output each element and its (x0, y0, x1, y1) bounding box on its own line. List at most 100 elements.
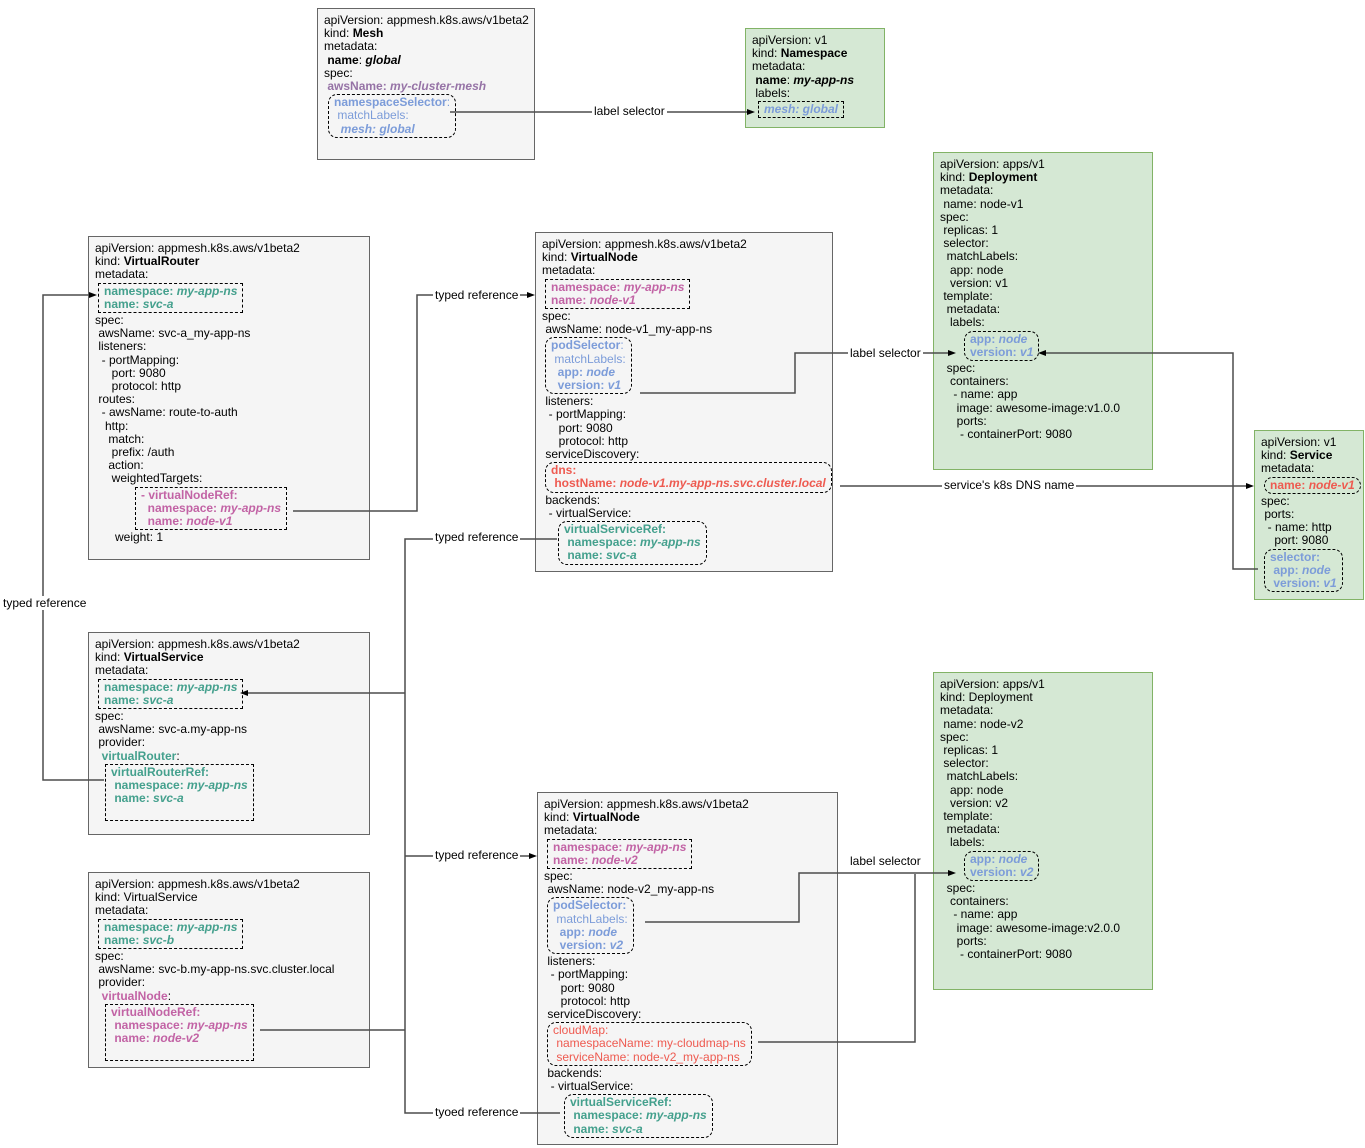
yaml-line: metadata: (940, 703, 994, 718)
yaml-line: routes: (95, 392, 136, 407)
yaml-line: name: node-v2 (553, 852, 638, 867)
yaml-line: kind: Deployment (940, 690, 1033, 705)
yaml-line: namespace: my-app-ns (114, 1018, 248, 1033)
yaml-line: app: node (970, 851, 1028, 866)
yaml-line: template: (940, 809, 993, 824)
dashed-highlight-group: selector: app: node version: v1 (1264, 548, 1343, 593)
yaml-line: metadata: (95, 663, 149, 678)
yaml-line: ports: (1261, 507, 1295, 522)
yaml-line: awsName: node-v1_my-app-ns (542, 322, 713, 337)
yaml-line: apiVersion: appmesh.k8s.aws/v1beta2 (95, 877, 300, 891)
yaml-line: - name: app (940, 387, 1018, 402)
yaml-line: kind: VirtualService (95, 890, 198, 905)
yaml-line: kind: VirtualRouter (95, 254, 200, 269)
yaml-line: name: node-v1 (1270, 477, 1355, 492)
yaml-line: spec: (940, 361, 976, 376)
yaml-line: namespace: my-app-ns (114, 778, 248, 793)
dashed-highlight-group: name: node-v1 (1264, 476, 1361, 494)
yaml-line: serviceDiscovery: (544, 1007, 642, 1022)
yaml-line: name: svc-a (104, 296, 174, 311)
yaml-line: replicas: 1 (940, 743, 999, 758)
yaml-line: listeners: (95, 339, 147, 354)
yaml-line: kind: VirtualNode (542, 250, 638, 265)
yaml-line: namespace: my-app-ns (573, 1108, 707, 1123)
yaml-line: awsName: node-v2_my-app-ns (544, 882, 715, 897)
yaml-line: apiVersion: appmesh.k8s.aws/v1beta2 (95, 241, 300, 255)
yaml-line: mesh: global (764, 102, 839, 117)
yaml-line: image: awesome-image:v2.0.0 (940, 920, 1121, 935)
yaml-line: port: 9080 (95, 365, 166, 380)
yaml-line: version: v1 (557, 378, 622, 393)
yaml-line: namespace: my-app-ns (553, 839, 687, 854)
yaml-line: containers: (940, 374, 1009, 389)
yaml-line: virtualServiceRef: (564, 522, 667, 537)
yaml-line: apiVersion: appmesh.k8s.aws/v1beta2 (95, 637, 300, 651)
yaml-line: port: 9080 (542, 420, 613, 435)
yaml-line: template: (940, 289, 993, 304)
yaml-line: weight: 1 (95, 530, 164, 545)
yaml-line: prefix: /auth (95, 445, 175, 460)
edge-label-podselector-v2: label selector (848, 854, 923, 868)
yaml-line: metadata: (95, 903, 149, 918)
yaml-line: match: (95, 431, 145, 446)
yaml-line: name: svc-a (114, 791, 184, 806)
yaml-line: weightedTargets: (95, 471, 203, 486)
yaml-line: name: node-v2 (940, 716, 1024, 731)
yaml-line: name: svc-a (104, 692, 174, 707)
yaml-line: containers: (940, 894, 1009, 909)
yaml-line: hostName: node-v1.my-app-ns.svc.cluster.… (554, 476, 826, 491)
yaml-line: labels: (940, 315, 985, 330)
yaml-line: virtualRouter: (101, 748, 180, 763)
yaml-line: port: 9080 (1261, 533, 1329, 548)
yaml-line: matchLabels: (940, 249, 1019, 264)
yaml-line: metadata: (940, 302, 1001, 317)
dashed-highlight-group: podSelector: matchLabels: app: node vers… (545, 337, 632, 395)
yaml-line: backends: (544, 1065, 603, 1080)
yaml-line: backends: (542, 492, 601, 507)
yaml-line: name: my-app-ns (755, 72, 855, 87)
yaml-line: namespaceName: my-cloudmap-ns (553, 1036, 746, 1051)
yaml-line: namespace: my-app-ns (551, 279, 685, 294)
yaml-line: awsName: my-cluster-mesh (327, 79, 487, 94)
yaml-line: serviceName: node-v2_my-app-ns (553, 1049, 740, 1064)
yaml-line: kind: Service (1261, 448, 1333, 463)
yaml-line: namespace: my-app-ns (567, 535, 701, 550)
yaml-line: http: (95, 418, 129, 433)
yaml-line: apiVersion: apps/v1 (940, 677, 1045, 691)
yaml-line: spec: (940, 209, 969, 224)
yaml-line: kind: Deployment (940, 170, 1038, 185)
yaml-line: version: v2 (940, 795, 1009, 810)
yaml-line: spec: (940, 729, 969, 744)
yaml-line: replicas: 1 (940, 223, 999, 238)
yaml-line: app: node (557, 364, 616, 379)
yaml-line (111, 1045, 248, 1058)
yaml-line: name: svc-b (104, 932, 175, 947)
yaml-line: - name: http (1261, 520, 1332, 535)
edge-label-router-to-node-v1: typed reference (433, 288, 521, 302)
dashed-highlight-group: mesh: global (758, 101, 845, 119)
yaml-line: protocol: http (542, 433, 629, 448)
yaml-line: namespace: my-app-ns (104, 283, 238, 298)
yaml-line: virtualRouterRef: (111, 764, 210, 779)
yaml-line: matchLabels: (940, 769, 1019, 784)
yaml-line: spec: (324, 65, 353, 80)
edge-label-vsr-v2: tyoed reference (433, 1105, 521, 1119)
yaml-line: spec: (1261, 493, 1290, 508)
yaml-line: version: v1 (940, 275, 1009, 290)
yaml-line: matchLabels: (553, 911, 628, 926)
yaml-line: name: global (327, 52, 401, 67)
yaml-line: matchLabels: (551, 351, 626, 366)
yaml-line: ports: (940, 933, 987, 948)
yaml-line: app: node (940, 782, 1004, 797)
